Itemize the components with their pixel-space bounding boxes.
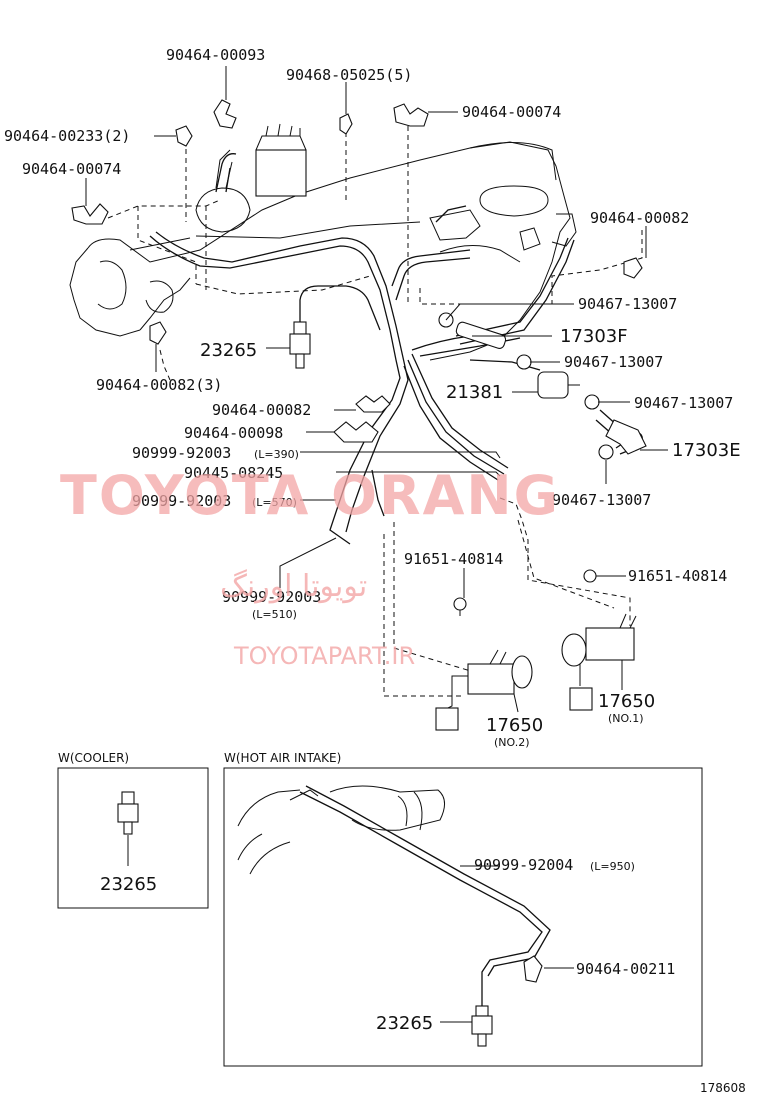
callout-21381: 21381 <box>446 382 503 403</box>
distributor-body <box>255 149 307 197</box>
inset-cooler-part: 23265 <box>100 874 157 895</box>
hose-17303F-icon <box>455 321 507 349</box>
clamp-90464-00082-right-icon <box>623 257 643 279</box>
clamps-90464-00082-set-icon <box>355 395 391 413</box>
callout-17650-no2: 17650 <box>486 715 543 736</box>
clamp-90464-00074-top-icon <box>393 103 429 127</box>
callout-90999-92003-570-length: (L=570) <box>252 496 297 509</box>
callout-91651-40814-right: 91651-40814 <box>628 567 727 585</box>
callout-90464-00233: 90464-00233(2) <box>4 127 130 145</box>
inset-hot-air-hose-length: (L=950) <box>590 860 635 873</box>
callout-90999-92003-390: 90999-92003 <box>132 444 231 462</box>
callout-90467-13007-d: 90467-13007 <box>552 491 651 509</box>
callout-17650-no1-sub: (NO.1) <box>608 712 644 725</box>
clamp-90467-13007-b-icon <box>516 354 532 370</box>
callout-17650-no2-sub: (NO.2) <box>494 736 530 749</box>
callout-90445-08245: 90445-08245 <box>184 464 283 482</box>
bolt-91651-40814-left-icon <box>453 597 467 616</box>
watermark-latin: TOYOTA ORANG <box>60 464 560 527</box>
sensor-23265-main-icon <box>289 321 311 369</box>
callout-90467-13007-c: 90467-13007 <box>634 394 733 412</box>
callout-90999-92003-510-length: (L=510) <box>252 608 297 621</box>
fuel-filter-21381-icon <box>537 371 580 399</box>
callout-90999-92003-570: 90999-92003 <box>132 492 231 510</box>
callout-90464-00074-top: 90464-00074 <box>462 103 561 121</box>
callout-90464-00082-right: 90464-00082 <box>590 209 689 227</box>
callout-17303E: 17303E <box>672 440 741 461</box>
callout-17303F: 17303F <box>560 326 628 347</box>
callout-90464-00074-left: 90464-00074 <box>22 160 121 178</box>
sensor-23265-hot-air-icon <box>471 1005 493 1047</box>
vsv-17650-no1-icon <box>561 613 637 711</box>
clamp-90464-00074-left-icon <box>71 203 109 225</box>
callout-90999-92003-510: 90999-92003 <box>222 588 321 606</box>
clamp-90467-13007-c-icon <box>584 394 600 410</box>
clamp-90468-05025-icon <box>339 113 353 135</box>
callout-17650-no1: 17650 <box>598 691 655 712</box>
clamp-90464-00233-icon <box>175 125 193 147</box>
clamp-90464-00093-icon <box>213 99 237 129</box>
inset-hot-air-intake: W(HOT AIR INTAKE) 90999-92004 (L=950) 90… <box>223 751 703 1067</box>
callout-90464-00082-3: 90464-00082(3) <box>96 376 222 394</box>
inset-cooler: W(COOLER) 23265 <box>57 751 209 909</box>
clamp-90464-00211-icon <box>523 955 543 983</box>
callout-91651-40814-left: 91651-40814 <box>404 550 503 568</box>
clamp-90464-00082-lower-icon <box>149 321 167 345</box>
inset-hot-air-hose: 90999-92004 <box>474 856 573 874</box>
watermark: TOYOTA ORANG تویوتا اورنگ TOYOTAPART.IR <box>60 464 560 670</box>
sensor-23265-cooler-icon <box>117 791 139 835</box>
bolt-91651-40814-right-icon <box>583 569 604 583</box>
callout-90999-92003-390-length: (L=390) <box>254 448 299 461</box>
callout-90464-00082-mid: 90464-00082 <box>212 401 311 419</box>
clamps-90464-00098-set-icon <box>333 421 379 443</box>
callout-90467-13007-a: 90467-13007 <box>578 295 677 313</box>
callout-90468-05025: 90468-05025(5) <box>286 66 412 84</box>
hose-17303E-icon <box>605 419 647 455</box>
callout-labels: 90464-00093 90468-05025(5) 90464-00074 9… <box>4 46 741 749</box>
callout-90467-13007-b: 90467-13007 <box>564 353 663 371</box>
callout-90464-00098: 90464-00098 <box>184 424 283 442</box>
inset-hot-air-title: W(HOT AIR INTAKE) <box>224 751 341 765</box>
clamp-90467-13007-d-icon <box>598 444 614 460</box>
callout-90464-00093: 90464-00093 <box>166 46 265 64</box>
inset-cooler-title: W(COOLER) <box>58 751 129 765</box>
watermark-site: TOYOTAPART.IR <box>233 642 415 670</box>
callout-23265-main: 23265 <box>200 340 257 361</box>
figure-id: 178608 <box>700 1081 746 1095</box>
inset-hot-air-sensor: 23265 <box>376 1013 433 1034</box>
leader-lines <box>85 66 668 713</box>
vsv-17650-no2-icon <box>435 649 533 731</box>
vacuum-hoses <box>149 153 643 545</box>
inset-hot-air-clamp: 90464-00211 <box>576 960 675 978</box>
watermark-persian: تویوتا اورنگ <box>220 569 367 604</box>
